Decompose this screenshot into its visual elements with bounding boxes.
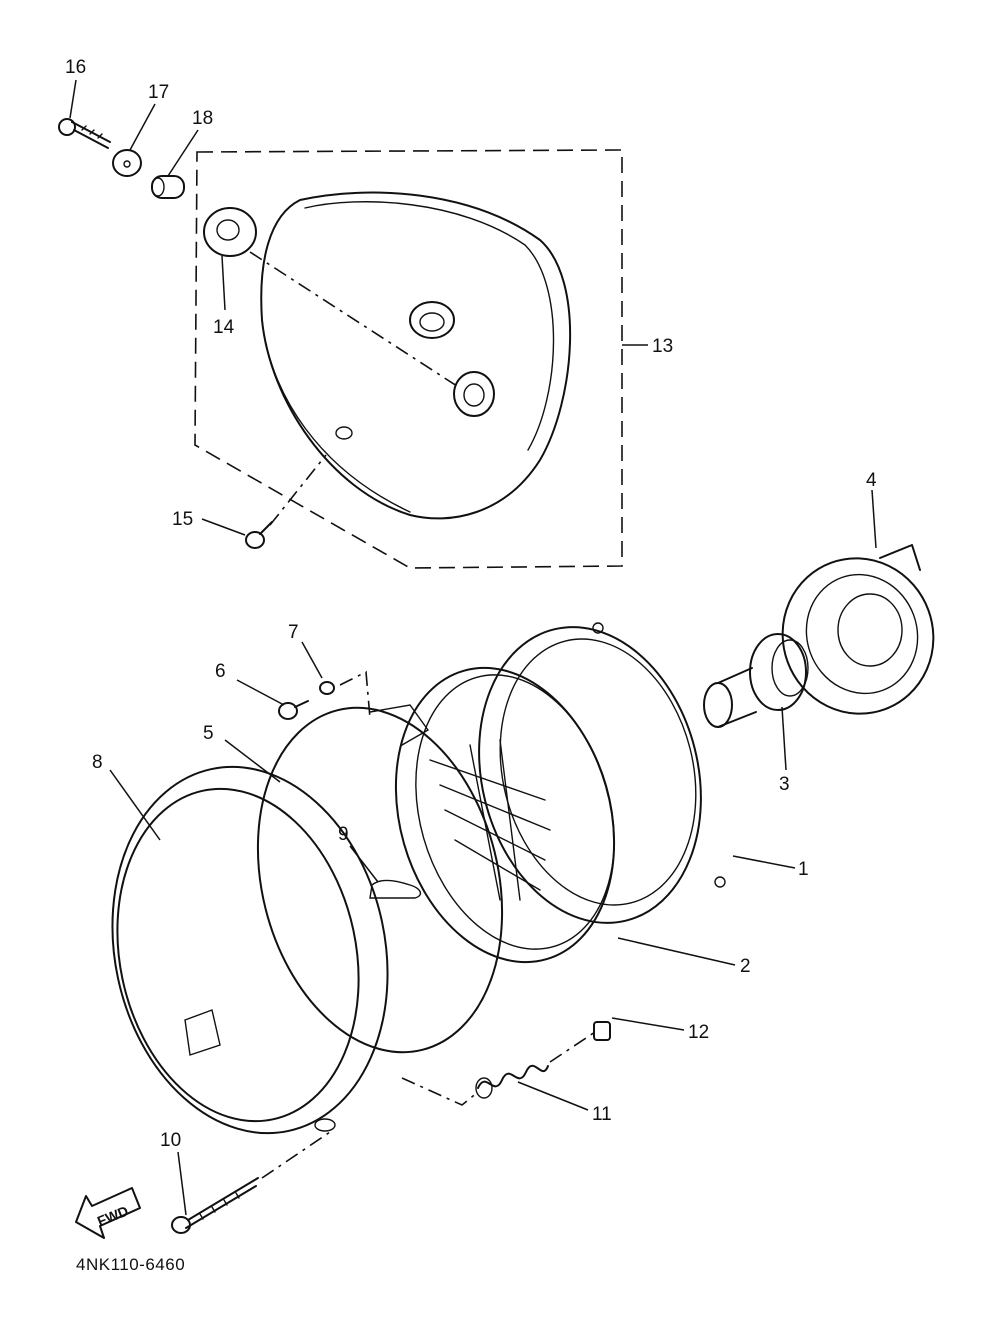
case-assembly-boundary — [194, 149, 623, 569]
leader-16 — [69, 79, 77, 119]
lens-ring — [256, 704, 504, 1054]
washer-17 — [112, 149, 142, 177]
callout-16: 16 — [65, 57, 86, 78]
callout-9: 9 — [338, 824, 349, 845]
screw-6-axis-line — [339, 670, 371, 719]
callout-4: 4 — [866, 470, 877, 491]
headlight-case — [260, 191, 571, 520]
leader-12 — [611, 1017, 685, 1031]
leader-7 — [301, 641, 323, 679]
leader-6 — [236, 679, 285, 706]
callout-12: 12 — [688, 1022, 709, 1043]
callout-8: 8 — [92, 752, 103, 773]
callout-6: 6 — [215, 661, 226, 682]
nut-7 — [319, 681, 335, 695]
screw-10 — [171, 1177, 259, 1234]
leader-1 — [732, 855, 796, 869]
nut-12 — [593, 1021, 611, 1041]
callout-18: 18 — [192, 108, 213, 129]
leader-2 — [617, 937, 736, 966]
drawing-code: 4NK110-6460 — [76, 1255, 185, 1274]
screw-10-axis-line — [261, 1131, 331, 1179]
spring-11 — [475, 1064, 549, 1099]
screw-6 — [278, 700, 309, 720]
callout-1: 1 — [798, 859, 809, 880]
callout-7: 7 — [288, 622, 299, 643]
callout-11: 11 — [592, 1104, 612, 1125]
leader-4 — [871, 489, 877, 549]
leader-17 — [129, 103, 156, 151]
leader-5 — [224, 739, 281, 783]
collar-18 — [151, 175, 185, 199]
leader-9 — [349, 845, 379, 883]
case-axis-line — [249, 251, 461, 389]
wire-9 — [369, 879, 422, 899]
grommet-14 — [203, 207, 257, 257]
callout-2: 2 — [740, 956, 751, 977]
leader-15 — [201, 518, 246, 536]
callout-15: 15 — [172, 509, 193, 530]
spring-axis-line — [401, 1031, 596, 1106]
callout-14: 14 — [213, 317, 235, 338]
leader-11 — [517, 1081, 589, 1111]
socket-cover — [781, 544, 935, 715]
headlight-lens — [394, 666, 616, 964]
fwd-label: FWD — [95, 1202, 131, 1229]
callout-5: 5 — [203, 723, 214, 744]
callout-3: 3 — [779, 774, 790, 795]
headlight-rim — [111, 765, 389, 1135]
callout-13: 13 — [652, 336, 673, 357]
callout-10: 10 — [160, 1130, 181, 1151]
headlight-bulb — [703, 633, 809, 728]
reflector — [478, 622, 726, 924]
callout-17: 17 — [148, 82, 169, 103]
fwd-arrow-icon: FWD — [75, 1187, 141, 1239]
leader-18 — [167, 129, 199, 177]
leader-3 — [781, 706, 787, 771]
leader-8 — [109, 769, 161, 841]
leader-10 — [177, 1151, 187, 1216]
screw-15 — [245, 521, 273, 549]
bolt-16 — [58, 118, 111, 149]
leader-14 — [221, 255, 226, 311]
